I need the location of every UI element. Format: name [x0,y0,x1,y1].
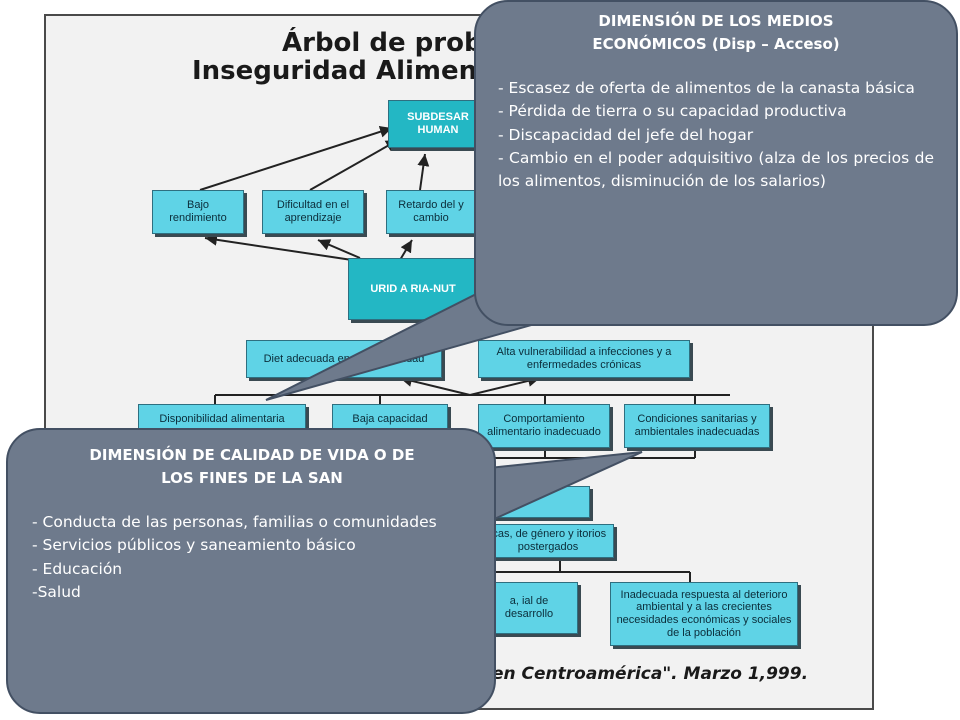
box-dificultad-aprendizaje: Dificultad en el aprendizaje [262,190,364,234]
callout-quality-title-line1: DIMENSIÓN DE CALIDAD DE VIDA O DE [89,446,415,464]
box-retardo: Retardo del y cambio [386,190,476,234]
diagram-caption: en Centroamérica". Marzo 1,999. [492,664,809,684]
box-condiciones: Condiciones sanitarias y ambientales ina… [624,404,770,448]
box-comportamiento: Comportamiento alimentario inadecuado [478,404,610,448]
diagram-title-line1: Árbol de prob [282,28,483,58]
callout-quality-dimension: DIMENSIÓN DE CALIDAD DE VIDA O DE LOS FI… [6,428,496,714]
callout-quality-list: - Conducta de las personas, familias o c… [32,511,472,604]
list-item: - Discapacidad del jefe del hogar [498,125,754,144]
callout-economic-title: DIMENSIÓN DE LOS MEDIOS ECONÓMICOS (Disp… [498,10,934,55]
arrow-ins-to-bajo [204,233,353,261]
callout-economic-list: - Escasez de oferta de alimentos de la c… [498,77,934,193]
arrow-bajo-to-sub [199,125,393,191]
box-desarrollo: a, ial de desarrollo [480,582,578,634]
arrow-ins-to-dificultad [317,239,361,259]
diagram-title-line2: Inseguridad Aliment [192,56,490,86]
box-subdesarrollo: SUBDESAR HUMAN [388,100,488,148]
list-item: - Educación [32,559,123,578]
list-item: - Pérdida de tierra o su capacidad produ… [498,102,847,121]
arrow-mid-to-dieta [399,375,471,396]
arrow-retardo-to-sub [417,153,430,191]
box-vulnerabilidad: Alta vulnerabilidad a infecciones y a en… [478,340,690,378]
callout-economic-dimension: DIMENSIÓN DE LOS MEDIOS ECONÓMICOS (Disp… [474,0,958,326]
arrow-ins-to-retardo [399,239,413,261]
list-item: - Servicios públicos y saneamiento básic… [32,536,356,555]
callout-quality-title-line2: LOS FINES DE LA SAN [161,468,343,487]
list-item: - Escasez de oferta de alimentos de la c… [498,79,915,97]
callout-quality-title: DIMENSIÓN DE CALIDAD DE VIDA O DE LOS FI… [32,444,472,489]
callout-economic-title-line2: ECONÓMICOS (Disp – Acceso) [592,34,840,53]
box-politicas: icas, de género y itorios postergados [482,524,614,558]
list-item: - Conducta de las personas, familias o c… [32,513,437,531]
arrow-mid-to-vuln [469,375,541,396]
list-item: - Cambio en el poder adquisitivo (alza d… [498,148,934,190]
callout-economic-title-line1: DIMENSIÓN DE LOS MEDIOS [598,12,834,30]
box-bajo-rendimiento: Bajo rendimiento [152,190,244,234]
box-respuesta: Inadecuada respuesta al deterioro ambien… [610,582,798,646]
arrow-dificultad-to-sub [309,139,399,191]
list-item: -Salud [32,582,81,601]
